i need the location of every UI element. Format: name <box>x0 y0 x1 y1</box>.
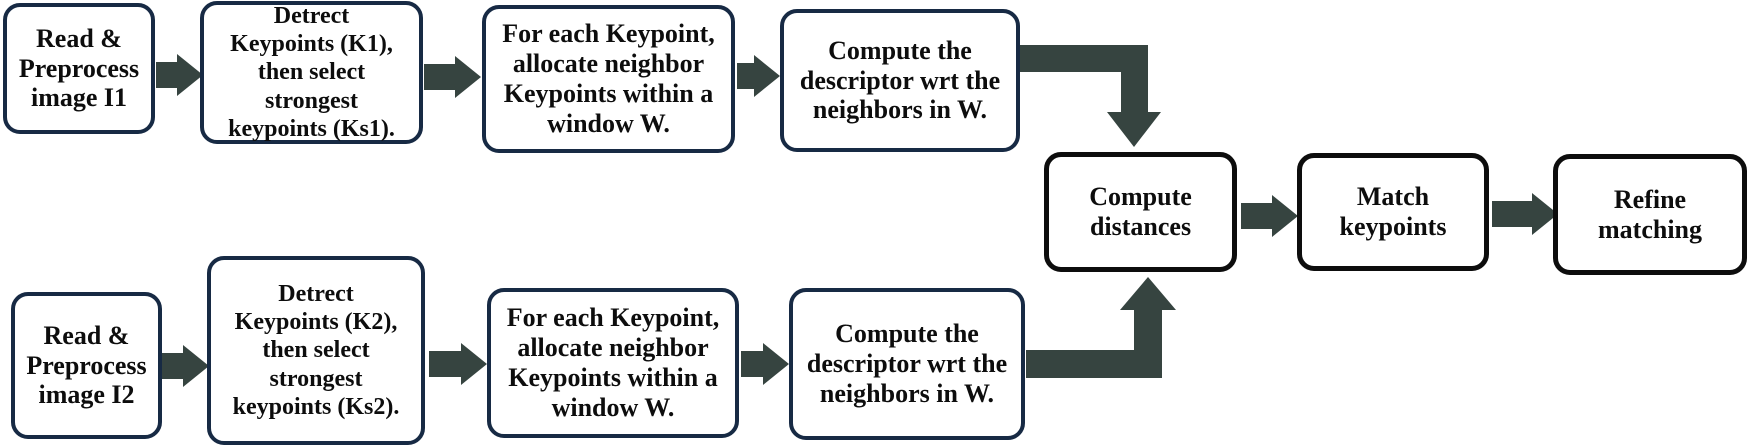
elbow-arrow-bottom-descriptor-to-distances-icon <box>1026 277 1176 378</box>
arrow-match-to-refine-icon <box>1492 193 1558 235</box>
step-label: Refine matching <box>1598 184 1702 244</box>
arrow-bottom-read-to-detect-icon <box>162 345 209 387</box>
step-label: For each Keypoint, allocate neighbor Key… <box>502 19 715 138</box>
step-allocate-neighbors-top: For each Keypoint, allocate neighbor Key… <box>482 5 735 153</box>
arrow-top-read-to-detect-icon <box>156 54 203 96</box>
elbow-arrow-top-descriptor-to-distances-icon <box>1018 45 1161 147</box>
step-label: Detrect Keypoints (K1), then select stro… <box>228 3 395 142</box>
step-label: Read & Preprocess image I2 <box>26 320 147 410</box>
arrow-bottom-allocate-to-descriptor-icon <box>741 343 789 385</box>
step-label: For each Keypoint, allocate neighbor Key… <box>506 303 720 422</box>
step-read-preprocess-image2: Read & Preprocess image I2 <box>11 292 162 439</box>
step-label: Compute the descriptor wrt the neighbors… <box>806 319 1008 408</box>
step-match-keypoints: Match keypoints <box>1297 153 1489 271</box>
step-label: Compute the descriptor wrt the neighbors… <box>799 35 1001 125</box>
step-allocate-neighbors-bottom: For each Keypoint, allocate neighbor Key… <box>487 288 739 438</box>
arrow-top-allocate-to-descriptor-icon <box>737 55 780 97</box>
step-label: Read & Preprocess image I1 <box>18 23 140 113</box>
step-label: Compute distances <box>1089 182 1192 241</box>
step-compute-descriptor-bottom: Compute the descriptor wrt the neighbors… <box>789 288 1025 440</box>
step-compute-descriptor-top: Compute the descriptor wrt the neighbors… <box>780 9 1020 152</box>
step-detect-keypoints-k1: Detrect Keypoints (K1), then select stro… <box>200 1 423 144</box>
step-detect-keypoints-k2: Detrect Keypoints (K2), then select stro… <box>207 256 425 445</box>
arrow-top-detect-to-allocate-icon <box>424 56 481 98</box>
step-refine-matching: Refine matching <box>1553 154 1747 275</box>
arrow-bottom-detect-to-allocate-icon <box>429 343 487 385</box>
arrow-distances-to-match-icon <box>1241 195 1298 237</box>
step-compute-distances: Compute distances <box>1044 152 1237 272</box>
step-label: Detrect Keypoints (K2), then select stro… <box>232 281 400 420</box>
step-label: Match keypoints <box>1339 182 1447 241</box>
step-read-preprocess-image1: Read & Preprocess image I1 <box>3 3 155 134</box>
